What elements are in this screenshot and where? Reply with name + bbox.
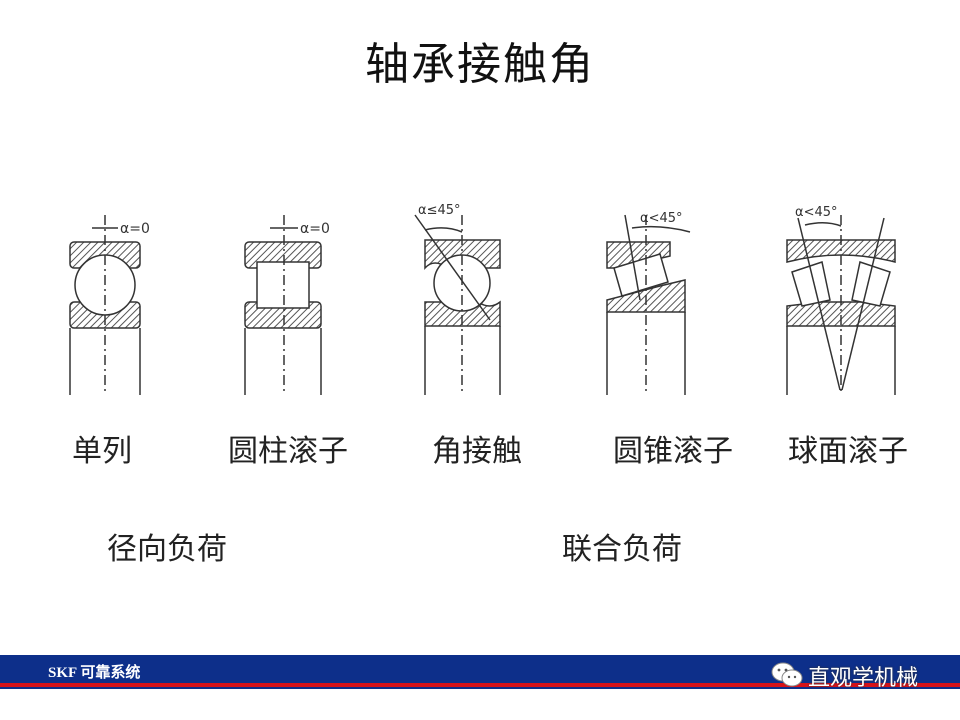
angle-label-1: α=0 [120, 221, 150, 237]
label-spherical-roller: 球面滚子 [788, 434, 908, 469]
slide-title: 轴承接触角 [365, 39, 595, 90]
bearing-angular-contact: α≤45° [414, 203, 501, 395]
angle-label-4: α<45° [640, 211, 683, 226]
angle-label-5: α<45° [795, 205, 838, 220]
label-angular-contact: 角接触 [432, 434, 522, 469]
angle-label-2: α=0 [300, 221, 330, 237]
footer-accent-line [0, 683, 960, 687]
bearing-single-row: α=0 [69, 215, 150, 395]
label-single-row: 单列 [72, 434, 132, 469]
footer-brand-text: SKF 可靠系统 [48, 665, 141, 681]
bearing-cylindrical-roller: α=0 [244, 215, 330, 395]
wechat-icon [771, 662, 803, 687]
bearing-tapered-roller: α<45° [606, 211, 691, 395]
angle-label-3: α≤45° [418, 203, 461, 218]
label-cylindrical-roller: 圆柱滚子 [228, 434, 348, 469]
group-combined-load: 联合负荷 [562, 532, 682, 567]
group-radial-load: 径向负荷 [107, 532, 227, 567]
label-tapered-roller: 圆锥滚子 [613, 434, 733, 469]
watermark-text: 直观学机械 [808, 666, 919, 691]
bearing-spherical-roller: α<45° [786, 205, 896, 395]
